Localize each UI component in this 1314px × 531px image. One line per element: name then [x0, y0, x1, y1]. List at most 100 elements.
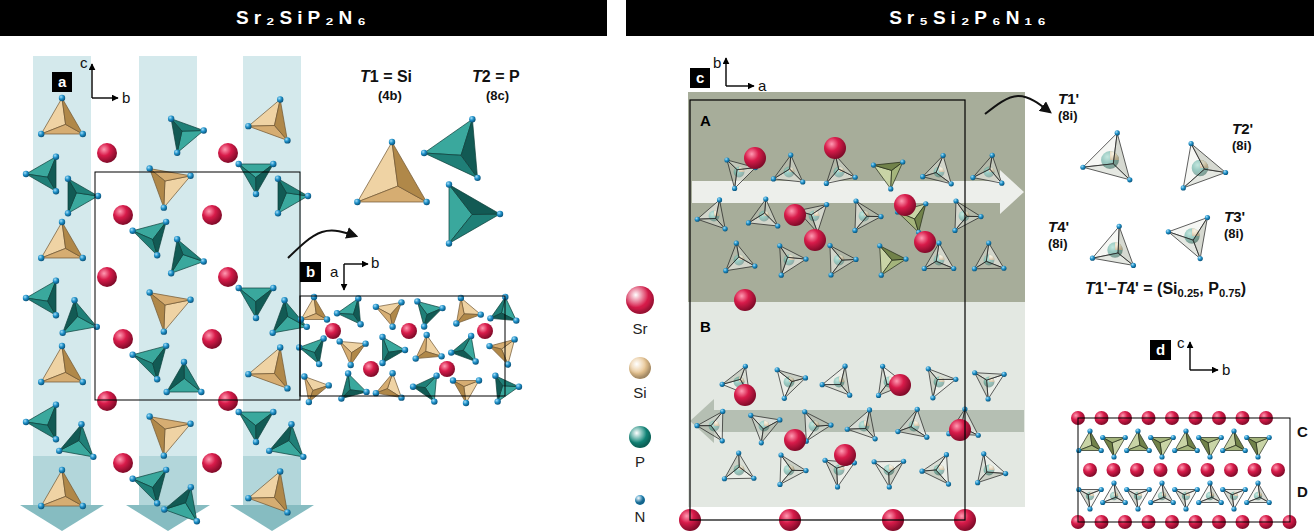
tetrahedron: [296, 335, 327, 367]
tetrahedron: [972, 240, 1007, 271]
label-holder: T1 = Si: [360, 68, 412, 86]
n-atom: [824, 202, 829, 207]
tetrahedron-face: [922, 470, 949, 484]
tetrahedron-face: [880, 246, 906, 260]
tetrahedron-face: [449, 185, 500, 215]
tetrahedron-face: [1090, 431, 1101, 451]
n-atom: [800, 179, 805, 184]
n-atom: [23, 171, 29, 177]
tetrahedron: [694, 409, 725, 444]
n-atom: [174, 236, 180, 242]
tetrahedron: [748, 413, 782, 446]
tetrahedron-face: [150, 169, 165, 208]
chain-stripe: [243, 56, 301, 456]
n-atom: [453, 320, 459, 326]
n-atom: [775, 223, 780, 228]
tetrahedron: [970, 153, 1004, 186]
n-atom: [1196, 500, 1201, 505]
site-occupancy: T1'–T4' = (Si0.25, P0.75): [1085, 280, 1246, 298]
n-atom: [1195, 448, 1200, 453]
sr-atom: [1271, 463, 1285, 477]
n-atom: [300, 454, 306, 460]
tetrahedron: [972, 370, 1007, 401]
tetrahedron: [266, 421, 307, 460]
n-atom: [1195, 487, 1200, 492]
sr-atom: [804, 229, 826, 251]
n-atom: [474, 175, 480, 181]
n-atom: [253, 315, 259, 321]
n-atom: [469, 116, 475, 122]
label-holder: D: [1297, 483, 1308, 500]
title-bar: Sr₅Si₂P₆N₁₆: [626, 0, 1314, 36]
tetrahedron: [373, 299, 405, 330]
n-atom: [277, 468, 283, 474]
tetrahedron-face: [1162, 483, 1173, 503]
n-atom: [694, 423, 699, 428]
sr-atom: [784, 429, 806, 451]
n-atom: [1172, 448, 1177, 453]
tetrahedron: [38, 95, 86, 137]
tetrahedron: [486, 336, 517, 367]
tetrahedron: [1090, 224, 1136, 268]
n-atom: [253, 191, 259, 197]
tetrahedron-face: [153, 222, 166, 255]
n-atom: [423, 199, 429, 205]
text-run: c: [80, 54, 88, 71]
tetrahedron-face: [973, 155, 992, 177]
n-atom: [266, 448, 272, 454]
n-atom: [903, 257, 908, 262]
tetrahedron: [450, 377, 482, 406]
n-atom: [1090, 256, 1095, 261]
tetrahedron: [926, 366, 959, 400]
n-atom: [763, 196, 768, 201]
n-atom: [389, 370, 395, 376]
n-atom: [1220, 487, 1225, 492]
site-label: T4': [1048, 218, 1069, 235]
text-run: P: [635, 453, 645, 470]
tetrahedron-face: [841, 366, 850, 395]
wyckoff-label: (8i): [1232, 139, 1252, 154]
n-atom: [414, 298, 420, 304]
n-atom: [379, 360, 385, 366]
tetrahedron-face: [453, 381, 466, 404]
axis-arrow: [726, 85, 754, 86]
n-atom: [972, 370, 977, 375]
label-holder: b: [122, 89, 130, 106]
n-atom: [146, 165, 152, 171]
tetrahedron-face: [751, 415, 764, 443]
n-atom: [978, 214, 983, 219]
n-atom: [1196, 435, 1201, 440]
chain-stripe: [33, 456, 91, 505]
tetrahedron: [1076, 428, 1104, 453]
sr-atom: [1130, 463, 1144, 477]
n-atom: [1219, 435, 1224, 440]
compound-title: Sr₂SiP₂N₆: [236, 7, 371, 29]
tetrahedron: [1220, 487, 1248, 512]
n-atom: [1255, 454, 1260, 459]
tetrahedron-face: [866, 410, 875, 439]
tetrahedron-face: [63, 300, 78, 333]
wyckoff-label: (8c): [486, 89, 509, 104]
n-atom: [304, 324, 310, 330]
panel-letter: a: [58, 72, 66, 92]
n-atom: [941, 153, 946, 158]
tetrahedron-face: [881, 259, 906, 275]
text-run: T: [1116, 280, 1126, 297]
n-atom: [1135, 506, 1140, 511]
tetrahedron: [824, 153, 858, 186]
layer-letter: A: [700, 112, 1025, 129]
panel-letter: c: [696, 68, 704, 88]
tetrahedron: [1196, 435, 1224, 460]
n-atom: [80, 379, 86, 385]
layer-band: A: [688, 92, 1025, 302]
atom-swatch: [629, 357, 651, 379]
n-atom: [1220, 448, 1225, 453]
n-atom: [284, 509, 290, 515]
label-holder: c: [80, 54, 88, 71]
n-atom: [438, 353, 444, 359]
n-atom: [56, 448, 62, 454]
n-atom: [802, 409, 807, 414]
sr-atom: [1154, 463, 1168, 477]
tetrahedron: [235, 409, 276, 445]
n-atom: [751, 476, 756, 481]
